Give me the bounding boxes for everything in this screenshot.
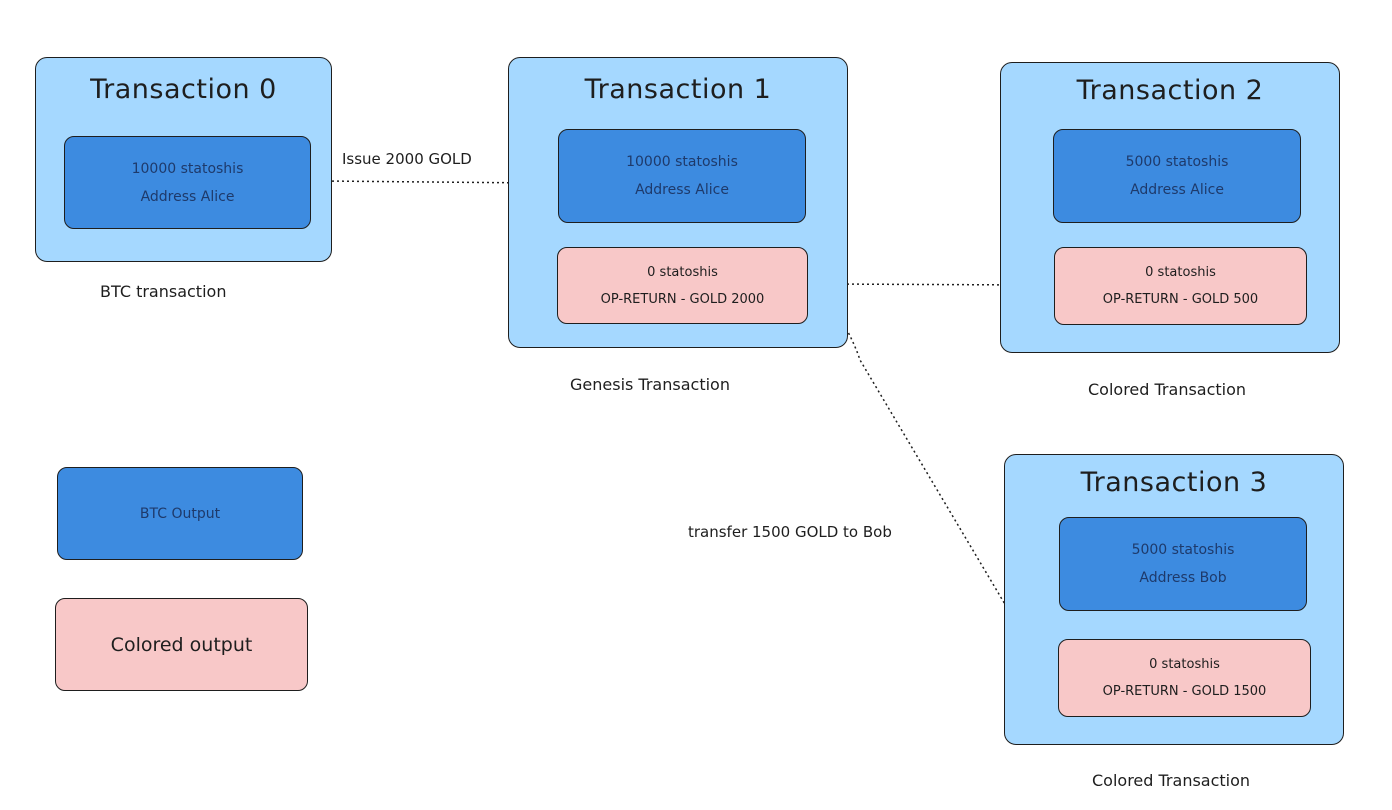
transaction-1-title: Transaction 1: [584, 74, 772, 105]
colored-output-op-return: OP-RETURN - GOLD 1500: [1102, 684, 1267, 699]
transaction-2-btc-output: 5000 statoshis Address Alice: [1053, 129, 1301, 223]
legend-btc-output: BTC Output: [57, 467, 303, 560]
btc-output-address: Address Alice: [635, 182, 729, 198]
colored-output-op-return: OP-RETURN - GOLD 500: [1102, 292, 1259, 307]
btc-output-amount: 10000 statoshis: [131, 160, 244, 177]
transaction-2-title: Transaction 2: [1076, 75, 1264, 106]
btc-output-address: Address Alice: [140, 188, 235, 205]
edge-issue-arrow: [321, 181, 538, 183]
transaction-1-box: Transaction 1 10000 statoshis Address Al…: [508, 57, 848, 348]
btc-output-address: Address Alice: [1130, 182, 1224, 198]
transaction-1-colored-output: 0 statoshis OP-RETURN - GOLD 2000: [557, 247, 808, 324]
transaction-3-title: Transaction 3: [1080, 467, 1268, 498]
transaction-0-box: Transaction 0 10000 statoshis Address Al…: [35, 57, 332, 262]
edge-transfer-label: transfer 1500 GOLD to Bob: [688, 523, 892, 541]
btc-output-amount: 5000 statoshis: [1125, 154, 1229, 170]
colored-output-amount: 0 statoshis: [647, 264, 718, 280]
transaction-3-caption: Colored Transaction: [1092, 771, 1251, 790]
btc-output-address: Address Bob: [1139, 570, 1227, 586]
transaction-0-title: Transaction 0: [90, 74, 277, 105]
transaction-2-caption: Colored Transaction: [1088, 380, 1247, 399]
legend-btc-output-label: BTC Output: [139, 505, 221, 522]
transaction-3-btc-output: 5000 statoshis Address Bob: [1059, 517, 1307, 611]
transaction-0-btc-output: 10000 statoshis Address Alice: [64, 136, 311, 229]
legend-colored-output-label: Colored output: [110, 633, 253, 656]
colored-output-amount: 0 statoshis: [1149, 657, 1220, 672]
colored-output-op-return: OP-RETURN - GOLD 2000: [600, 291, 765, 307]
edge-issue-label: Issue 2000 GOLD: [342, 150, 472, 168]
transaction-0-caption: BTC transaction: [100, 282, 227, 301]
btc-output-amount: 10000 statoshis: [626, 154, 738, 170]
transaction-1-caption: Genesis Transaction: [570, 375, 730, 394]
colored-output-amount: 0 statoshis: [1145, 265, 1216, 280]
legend-colored-output: Colored output: [55, 598, 308, 691]
transaction-1-btc-output: 10000 statoshis Address Alice: [558, 129, 806, 223]
transaction-3-colored-output: 0 statoshis OP-RETURN - GOLD 1500: [1058, 639, 1311, 717]
transaction-3-box: Transaction 3 5000 statoshis Address Bob…: [1004, 454, 1344, 745]
edge-tx1-to-tx2-arrow: [821, 284, 1034, 285]
btc-output-amount: 5000 statoshis: [1131, 542, 1235, 558]
transaction-2-box: Transaction 2 5000 statoshis Address Ali…: [1000, 62, 1340, 353]
transaction-2-colored-output: 0 statoshis OP-RETURN - GOLD 500: [1054, 247, 1307, 325]
